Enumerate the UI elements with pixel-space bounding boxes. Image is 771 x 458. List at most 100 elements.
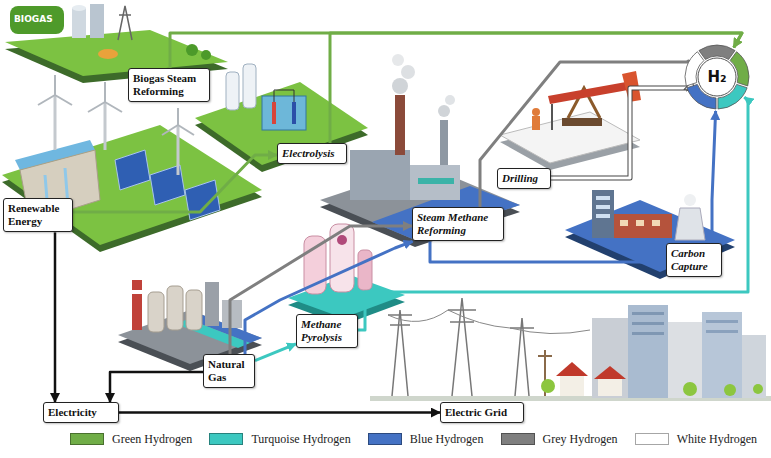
- house: [560, 375, 584, 396]
- process-label: Electric Grid: [440, 402, 524, 423]
- pylon-arm: [119, 14, 131, 16]
- flow-arrow: [245, 241, 413, 354]
- windows: [636, 220, 644, 226]
- windows: [620, 220, 628, 226]
- node-text: Carbon Capture: [671, 247, 717, 273]
- tree: [186, 44, 198, 56]
- flow-arrow: [358, 97, 748, 330]
- pylon-arm: [390, 324, 410, 326]
- windows: [632, 332, 664, 335]
- legend-text: Turquoise Hydrogen: [251, 432, 350, 447]
- smoke: [445, 95, 455, 105]
- flow-arrow: [480, 60, 690, 207]
- node-text: Renewable Energy: [8, 202, 68, 228]
- hydrogen-circle: H₂: [683, 43, 751, 111]
- legend-text: Grey Hydrogen: [543, 432, 618, 447]
- house-roof: [594, 366, 626, 379]
- pump-base: [562, 118, 602, 126]
- factory-building: [350, 150, 410, 200]
- flow-arrow: [712, 111, 716, 243]
- factory-building: [410, 165, 460, 200]
- flow-line: [54, 232, 57, 402]
- gas-tank: [243, 64, 256, 108]
- hydrogen-ring: [685, 45, 749, 109]
- turbine-blade: [104, 82, 106, 102]
- flow-arrow: [55, 232, 56, 402]
- utility-pole-arm: [538, 355, 552, 357]
- legend-swatch: [70, 433, 104, 445]
- node-text: H₂: [707, 68, 726, 86]
- electrode: [292, 102, 296, 124]
- flow-arrow: [110, 372, 203, 402]
- windows: [596, 214, 610, 218]
- gas-tank: [226, 72, 239, 110]
- smoke: [438, 105, 450, 117]
- tree: [753, 384, 763, 394]
- node-text: Natural Gas: [208, 358, 250, 384]
- solar-panel: [185, 180, 220, 220]
- electrolysis-plant: [195, 64, 368, 172]
- node-text: Steam Methane Reforming: [417, 211, 499, 237]
- flow-line: [255, 344, 296, 361]
- chimney: [440, 120, 448, 165]
- process-label: Renewable Energy: [3, 198, 73, 232]
- smoke: [392, 54, 404, 66]
- flow-line: [119, 411, 440, 414]
- pump-beam: [548, 82, 628, 104]
- biogas-tank: [10, 6, 64, 34]
- pylon-arm: [448, 309, 476, 311]
- gas-tank: [167, 286, 183, 330]
- process-label: Biogas Steam Reforming: [128, 68, 210, 102]
- gas-tank: [148, 292, 164, 332]
- process-label: Carbon Capture: [666, 243, 722, 277]
- platform-top: [2, 125, 262, 245]
- turbine-blade: [177, 108, 179, 125]
- electric-grid-scene: [370, 298, 771, 401]
- legend-item: Grey Hydrogen: [501, 432, 618, 447]
- windows: [706, 330, 738, 333]
- turbine-blade: [178, 125, 194, 135]
- smoke: [392, 78, 408, 94]
- legend-item: Green Hydrogen: [70, 432, 192, 447]
- process-label: Electricity: [43, 402, 119, 423]
- legend-item: White Hydrogen: [635, 432, 757, 447]
- flow-line: [230, 226, 412, 354]
- building: [702, 312, 742, 398]
- windows: [706, 320, 738, 323]
- legend-item: Turquoise Hydrogen: [209, 432, 350, 447]
- building: [592, 318, 628, 398]
- turbine-blade: [38, 95, 55, 105]
- house-roof: [556, 362, 588, 376]
- process-label: Steam Methane Reforming: [412, 207, 504, 241]
- stack-band: [132, 290, 142, 294]
- turbine-blade: [54, 75, 56, 95]
- process-label: Electrolysis: [277, 143, 347, 164]
- silo: [90, 4, 104, 38]
- power-line: [388, 310, 590, 334]
- pylon: [452, 298, 472, 396]
- chimney: [395, 95, 405, 155]
- electrode: [272, 102, 276, 124]
- process-label: Natural Gas: [203, 354, 255, 388]
- flow-arrow: [255, 344, 296, 361]
- platform-top: [195, 82, 368, 165]
- pylon-arm: [388, 314, 412, 316]
- node-text: Biogas Steam Reforming: [133, 72, 205, 98]
- turbine-blade: [162, 125, 178, 135]
- reactor: [358, 250, 372, 290]
- silo-dome: [72, 5, 86, 11]
- windows: [652, 220, 660, 226]
- turbine-tower: [54, 95, 57, 150]
- building: [668, 322, 702, 398]
- legend-item: Blue Hydrogen: [368, 432, 484, 447]
- node-text: Methane Pyrolysis: [301, 318, 353, 344]
- smoke: [401, 65, 415, 79]
- legend-swatch: [501, 433, 535, 445]
- building: [222, 300, 242, 328]
- flow-line: [430, 241, 666, 262]
- steam: [684, 194, 696, 206]
- pump-rod: [551, 104, 553, 130]
- windows: [418, 178, 454, 184]
- electrolyser-cell: [262, 96, 306, 130]
